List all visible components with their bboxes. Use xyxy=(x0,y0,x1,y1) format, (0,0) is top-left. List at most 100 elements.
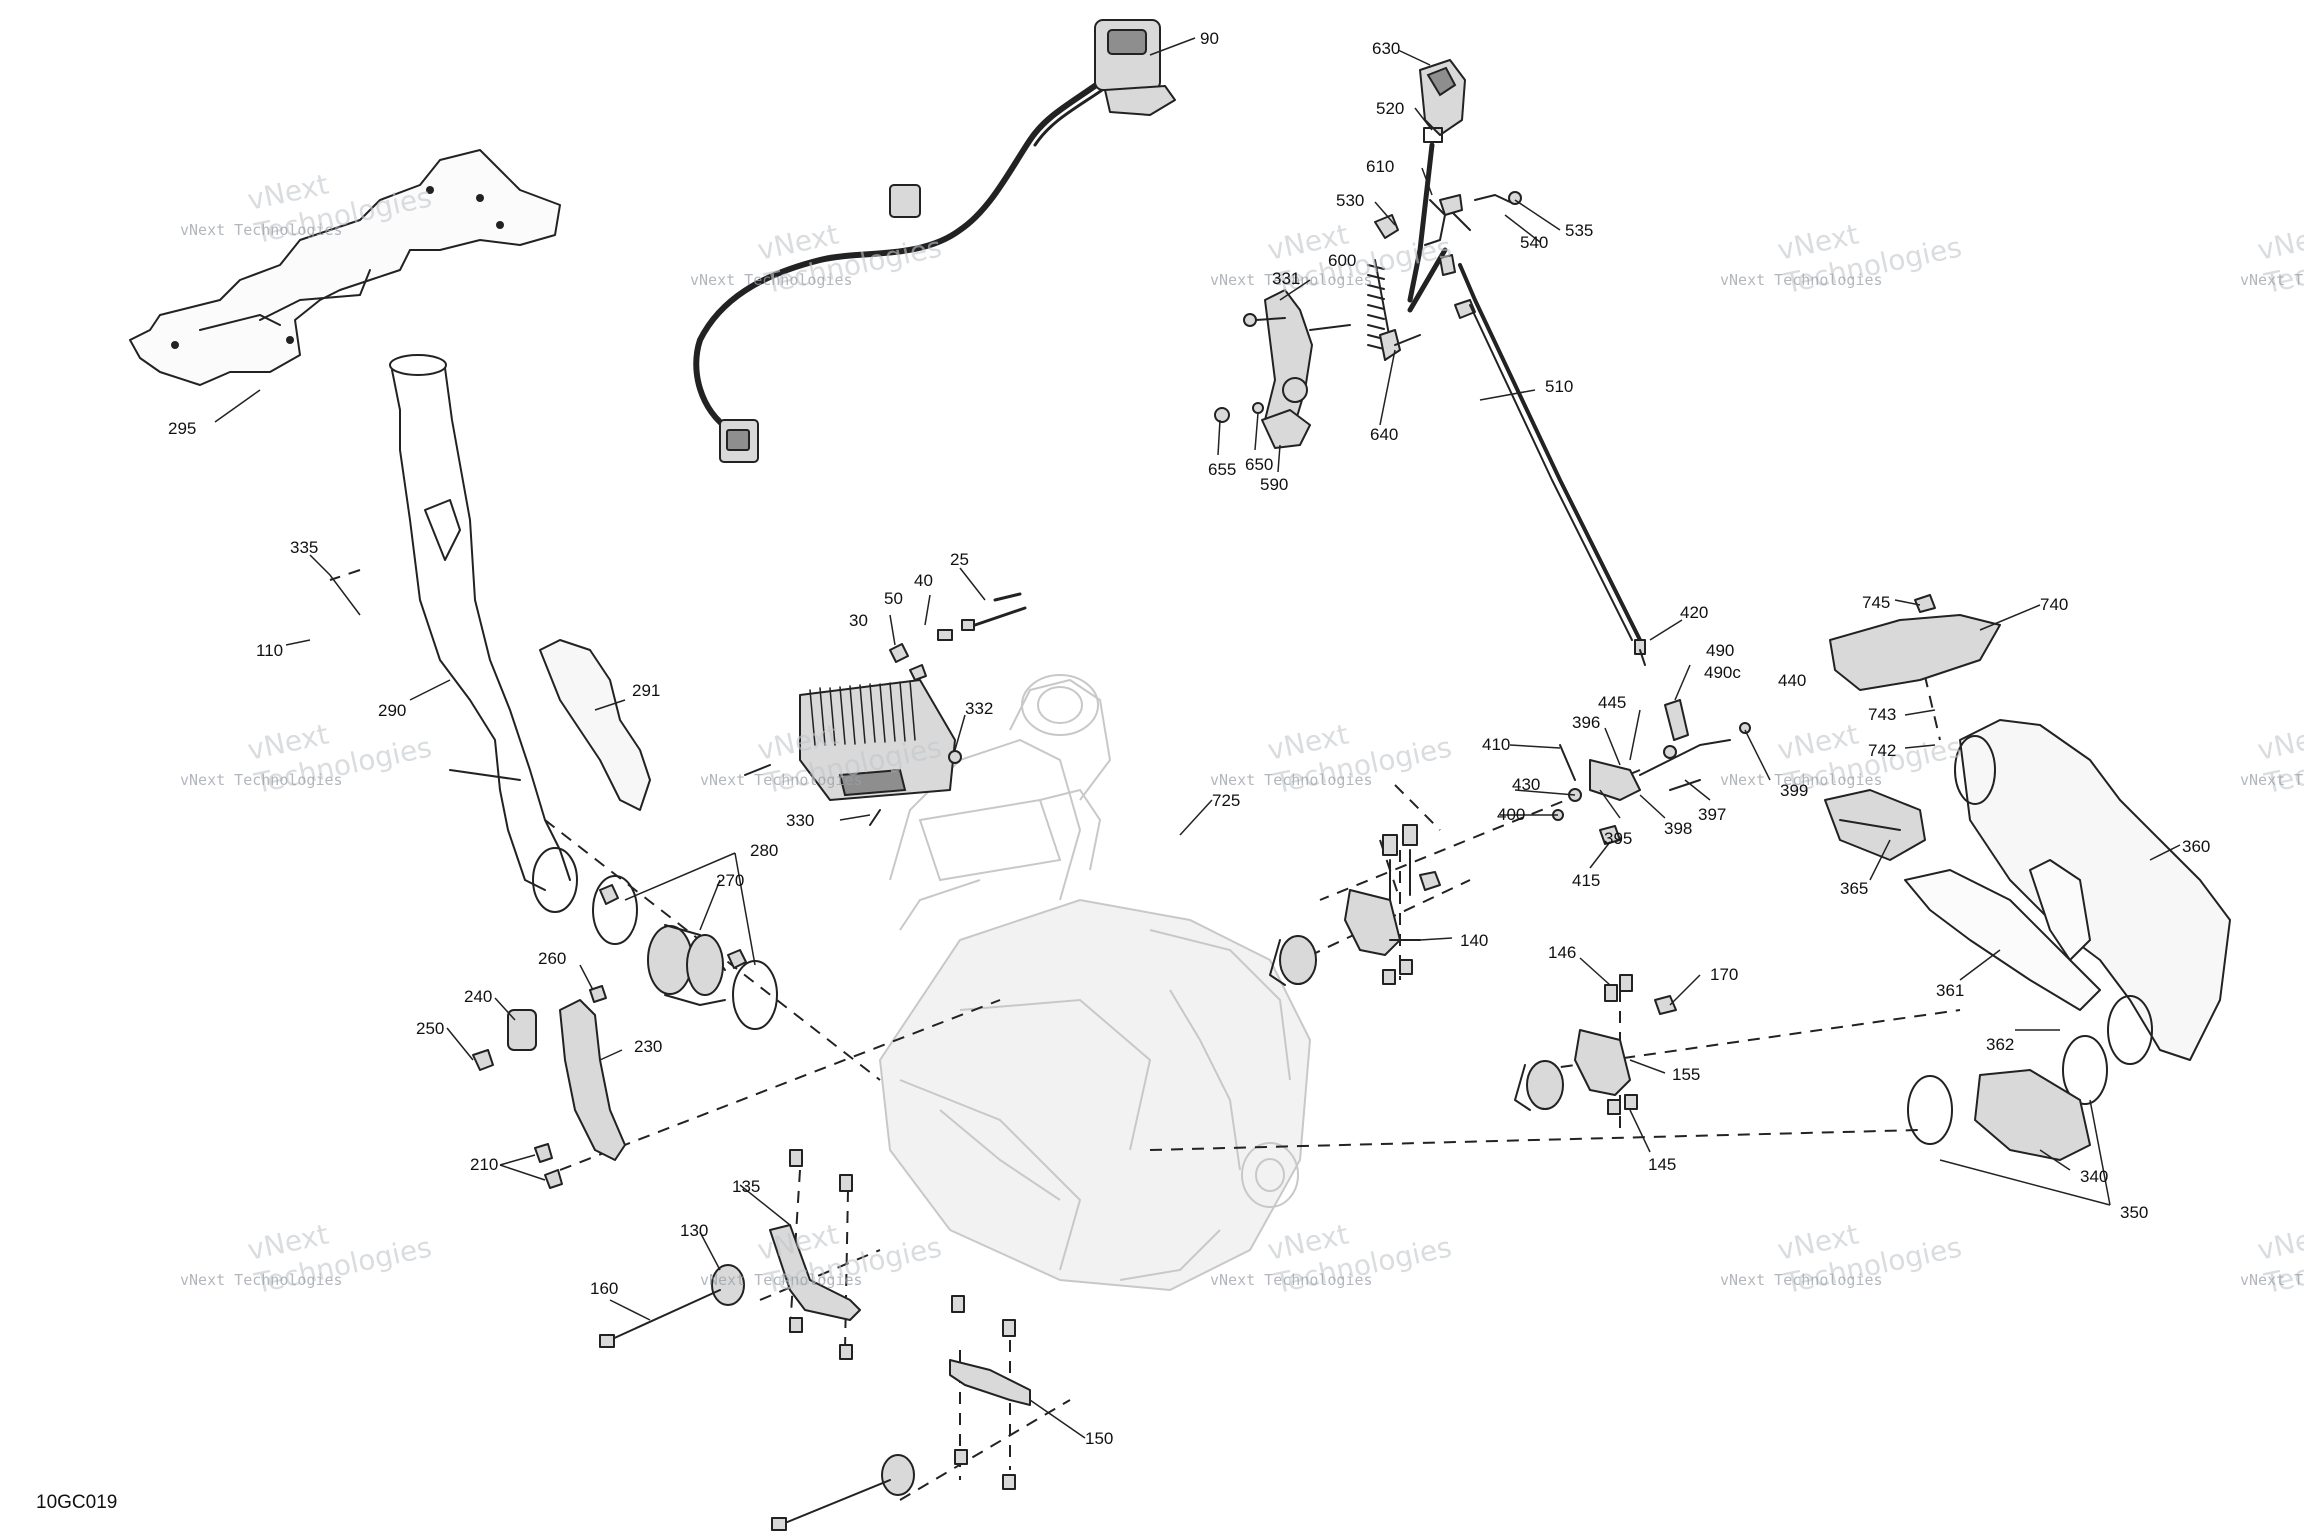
engine-mount-135 xyxy=(599,1149,861,1360)
callout-label: 440 xyxy=(1778,671,1806,690)
callout-label: 745 xyxy=(1862,593,1890,612)
callout-label: 280 xyxy=(750,841,778,860)
callout-label: 397 xyxy=(1698,805,1726,824)
callout-label: 160 xyxy=(590,1279,618,1298)
callout-label: 362 xyxy=(1986,1035,2014,1054)
callout-label: 170 xyxy=(1710,965,1738,984)
callout-label: 400 xyxy=(1497,805,1525,824)
callout-label: 90 xyxy=(1200,29,1219,48)
svg-text:vNext Technologies: vNext Technologies xyxy=(180,1271,343,1289)
callout-label: 140 xyxy=(1460,931,1488,950)
callout-label: 650 xyxy=(1245,455,1273,474)
svg-text:vNext Technologies: vNext Technologies xyxy=(700,771,863,789)
callout-label: 535 xyxy=(1565,221,1593,240)
callout-label: 240 xyxy=(464,987,492,1006)
callout-label: 340 xyxy=(2080,1167,2108,1186)
callout-label: 398 xyxy=(1664,819,1692,838)
intake-duct-290 xyxy=(389,354,651,913)
skid-plate-295 xyxy=(129,149,561,386)
svg-text:vNext Technologies: vNext Technologies xyxy=(180,221,343,239)
callout-label: 395 xyxy=(1604,829,1632,848)
callout-label: 290 xyxy=(378,701,406,720)
callout-label: 420 xyxy=(1680,603,1708,622)
callout-label: 155 xyxy=(1672,1065,1700,1084)
svg-text:vNext Technologies: vNext Technologies xyxy=(2240,771,2304,789)
callout-label: 490 xyxy=(1706,641,1734,660)
bracket-230 xyxy=(472,985,626,1189)
drawing-reference-code: 10GC019 xyxy=(36,1492,117,1513)
callout-label: 725 xyxy=(1212,791,1240,810)
callout-label: 361 xyxy=(1936,981,1964,1000)
callout-label: 145 xyxy=(1648,1155,1676,1174)
callout-label: 490c xyxy=(1704,663,1741,682)
callout-label: 250 xyxy=(416,1019,444,1038)
svg-text:vNext Technologies: vNext Technologies xyxy=(690,271,853,289)
ecu-mount-hardware xyxy=(889,592,1027,681)
callout-label: 50 xyxy=(884,589,903,608)
callout-label: 30 xyxy=(849,611,868,630)
engine-mount-140 xyxy=(1269,824,1441,986)
svg-text:vNext Technologies: vNext Technologies xyxy=(1210,271,1373,289)
callout-label: 110 xyxy=(256,641,283,660)
callout-labels: 90 630 520 610 530 535 540 600 331 510 6… xyxy=(36,29,2210,1513)
callout-label: 365 xyxy=(1840,879,1868,898)
callout-label: 135 xyxy=(732,1177,760,1196)
callout-label: 350 xyxy=(2120,1203,2148,1222)
callout-label: 291 xyxy=(632,681,660,700)
callout-label: 610 xyxy=(1366,157,1394,176)
air-duct-360 xyxy=(1824,594,2231,1161)
callout-label: 335 xyxy=(290,538,318,557)
callout-label: 520 xyxy=(1376,99,1404,118)
callout-label: 332 xyxy=(965,699,993,718)
callout-label: 210 xyxy=(470,1155,498,1174)
callout-label: 530 xyxy=(1336,191,1364,210)
callout-label: 40 xyxy=(914,571,933,590)
callout-label: 260 xyxy=(538,949,566,968)
callout-label: 430 xyxy=(1512,775,1540,794)
callout-leaders xyxy=(214,37,2181,1439)
wiring-harness-90 xyxy=(693,19,1176,463)
callout-label: 25 xyxy=(950,550,969,569)
svg-text:vNext Technologies: vNext Technologies xyxy=(700,1271,863,1289)
engine-mount-150 xyxy=(771,1295,1031,1531)
callout-label: 295 xyxy=(168,419,196,438)
callout-label: 510 xyxy=(1545,377,1573,396)
callout-label: 330 xyxy=(786,811,814,830)
svg-text:vNext Technologies: vNext Technologies xyxy=(1210,771,1373,789)
svg-text:vNext Technologies: vNext Technologies xyxy=(2240,271,2304,289)
callout-label: 540 xyxy=(1520,233,1548,252)
callout-label: 146 xyxy=(1548,943,1576,962)
svg-text:vNext Technologies: vNext Technologies xyxy=(1720,271,1883,289)
svg-text:vNext Technologies: vNext Technologies xyxy=(1720,1271,1883,1289)
callout-label: 590 xyxy=(1260,475,1288,494)
callout-label: 360 xyxy=(2182,837,2210,856)
svg-text:vNext Technologies: vNext Technologies xyxy=(180,771,343,789)
svg-text:vNext Technologies: vNext Technologies xyxy=(1210,1271,1373,1289)
ecu-module xyxy=(744,679,962,826)
callout-label: 396 xyxy=(1572,713,1600,732)
callout-label: 331 xyxy=(1272,269,1300,288)
engine-mount-155 xyxy=(1514,974,1677,1115)
callout-label: 130 xyxy=(680,1221,708,1240)
callout-label: 270 xyxy=(716,871,744,890)
callout-label: 410 xyxy=(1482,735,1510,754)
callout-label: 445 xyxy=(1598,693,1626,712)
shift-lever-assembly xyxy=(1214,59,1646,655)
callout-label: 415 xyxy=(1572,871,1600,890)
callout-label: 150 xyxy=(1085,1429,1113,1448)
callout-label: 743 xyxy=(1868,705,1896,724)
engine-block xyxy=(878,674,1312,1292)
callout-label: 230 xyxy=(634,1037,662,1056)
callout-label: 600 xyxy=(1328,251,1356,270)
svg-text:vNext Technologies: vNext Technologies xyxy=(1720,771,1883,789)
callout-label: 655 xyxy=(1208,460,1236,479)
duct-coupler-270 xyxy=(592,875,778,1030)
svg-text:vNext Technologies: vNext Technologies xyxy=(2240,1271,2304,1289)
callout-label: 640 xyxy=(1370,425,1398,444)
callout-label: 742 xyxy=(1868,741,1896,760)
callout-label: 740 xyxy=(2040,595,2068,614)
callout-label: 630 xyxy=(1372,39,1400,58)
callout-label: 399 xyxy=(1780,781,1808,800)
